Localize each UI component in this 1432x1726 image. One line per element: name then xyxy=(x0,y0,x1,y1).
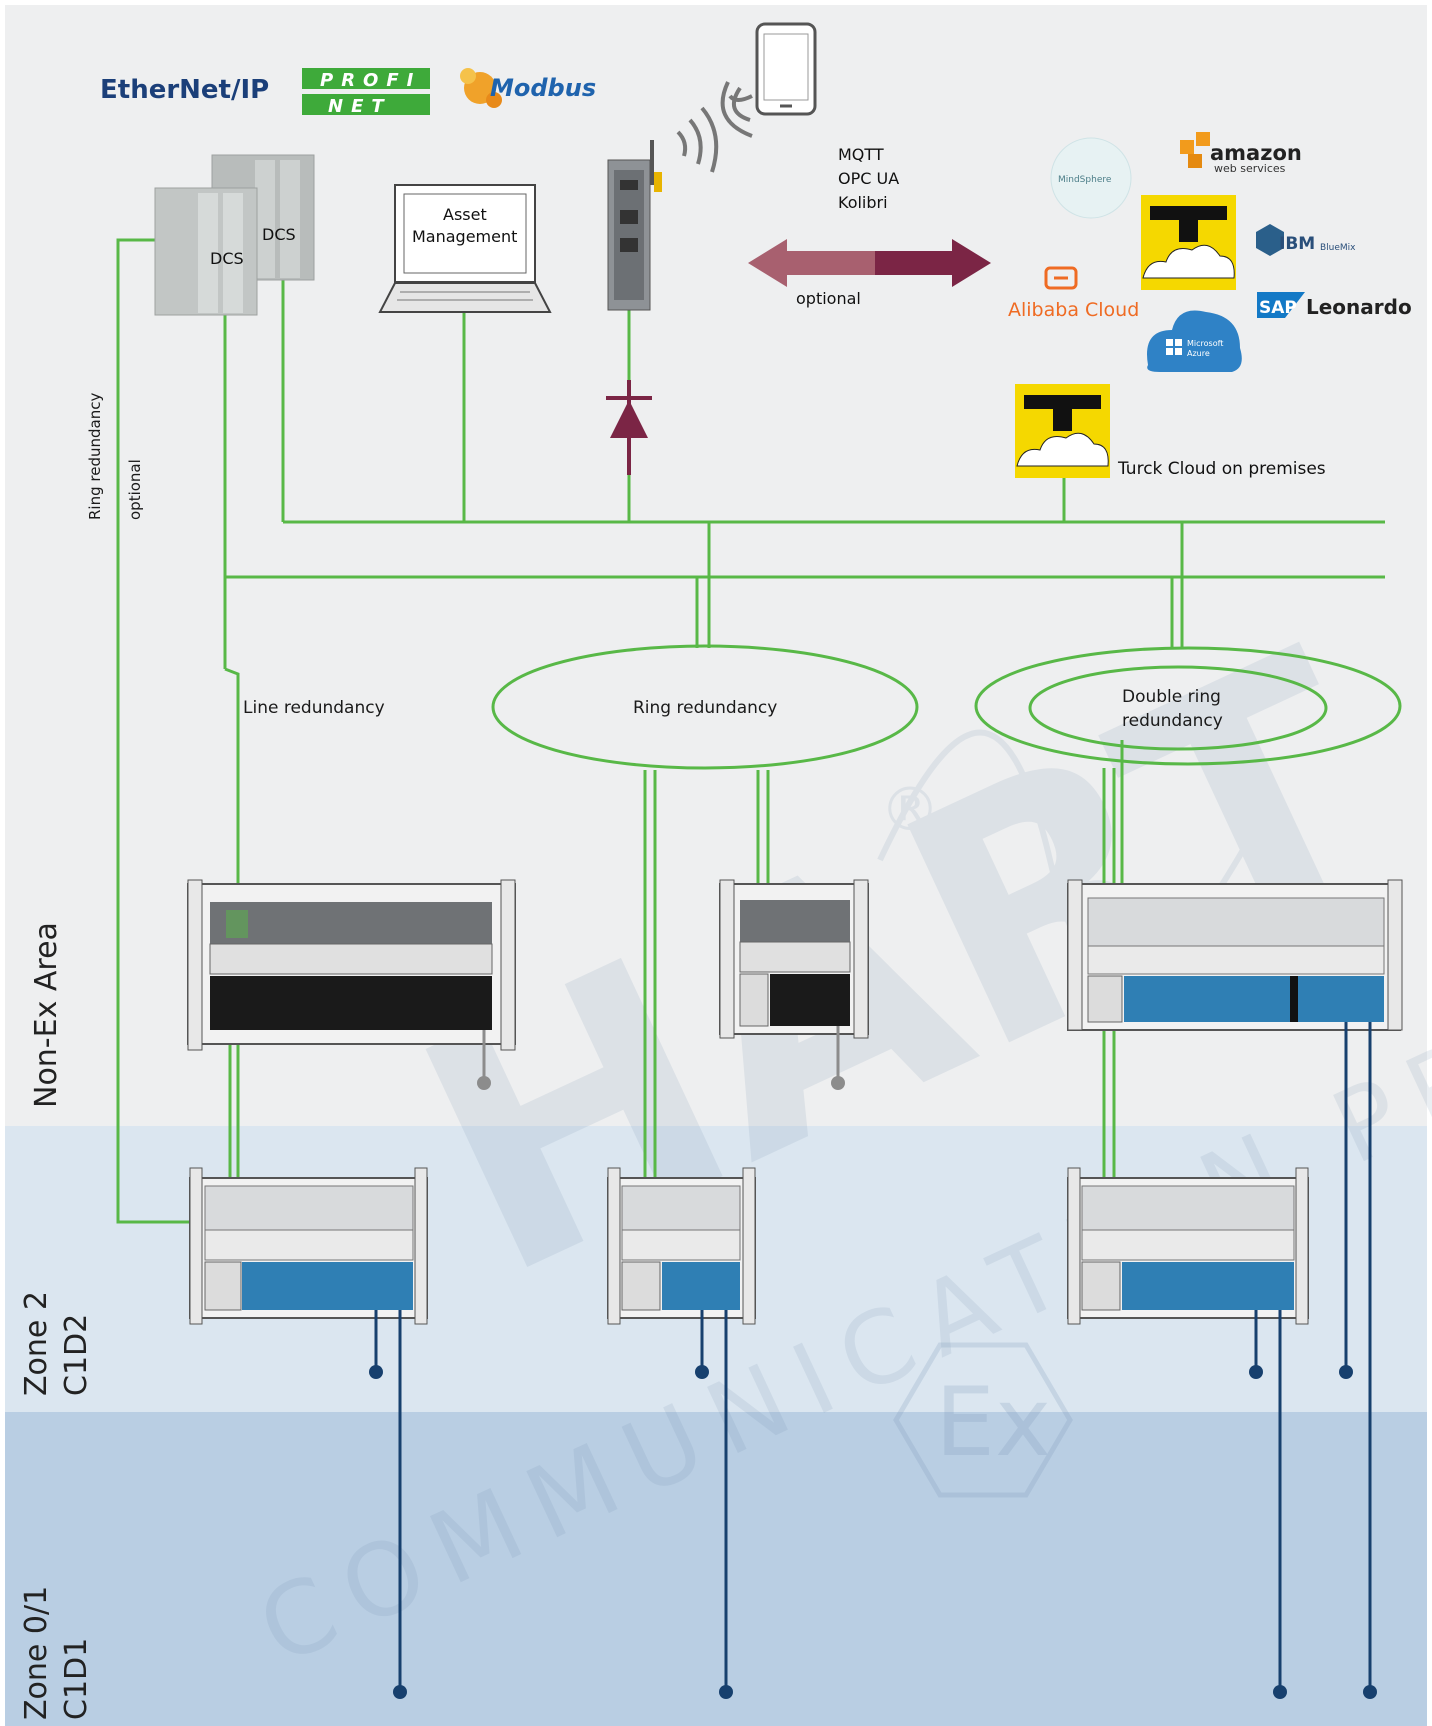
wireless-signal-tablet-icon xyxy=(720,81,753,138)
io-rack-zone2-3 xyxy=(1067,1167,1309,1325)
line-redundancy-label: Line redundancy xyxy=(243,698,385,718)
leonardo-logo-text: Leonardo xyxy=(1306,295,1412,319)
turck-cloud-logo xyxy=(1141,195,1236,290)
zone-label-zone01-line1: Zone 0/1 xyxy=(19,1586,54,1720)
double-ring-inner-ellipse xyxy=(1028,665,1328,751)
alibaba-cloud-logo: Alibaba Cloud xyxy=(1008,266,1139,321)
dcs-label-b: DCS xyxy=(262,225,296,244)
ibm-bluemix-logo: IBM BlueMix xyxy=(1256,224,1356,256)
microsoft-azure-logo: Microsoft Azure xyxy=(1147,310,1242,372)
alibaba-cloud-text: Alibaba Cloud xyxy=(1008,299,1139,321)
asset-label-line2: Management xyxy=(412,227,517,246)
ring-redundancy-label: Ring redundancy xyxy=(633,698,777,718)
cloud-double-arrow xyxy=(748,239,991,287)
io-rack-non-ex-1 xyxy=(187,879,516,1051)
asset-label-line1: Asset xyxy=(443,205,487,224)
ethernet-ip-logo: EtherNet/IP xyxy=(100,75,269,105)
double-ring-outer-ellipse xyxy=(974,646,1402,766)
modbus-logo-text: Modbus xyxy=(490,74,596,102)
side-ring-redundancy-label: Ring redundancy xyxy=(86,393,104,520)
zone-label-zone2-line2: C1D2 xyxy=(59,1314,94,1396)
diode-symbol xyxy=(606,380,652,475)
ring-redundancy-ellipse xyxy=(491,644,919,770)
turck-cloud-on-premises-label: Turck Cloud on premises xyxy=(1117,459,1326,479)
amazon-web-services-logo: amazon web services xyxy=(1180,132,1302,175)
field-wiring xyxy=(369,1022,1377,1699)
profinet-logo-bottom: NET xyxy=(328,96,392,117)
zone-label-non-ex: Non-Ex Area xyxy=(29,922,64,1108)
profinet-logo-top: PROFI xyxy=(320,70,421,91)
edge-gateway-device xyxy=(607,140,662,311)
ex-hexagon-icon xyxy=(893,1342,1073,1498)
amazon-logo-line1: amazon xyxy=(1210,141,1302,165)
ibm-bluemix-text: BlueMix xyxy=(1320,243,1356,253)
double-ring-label-line2: redundancy xyxy=(1122,711,1223,731)
zone-label-zone01-line2: C1D1 xyxy=(59,1638,94,1720)
profinet-logo: PROFI NET xyxy=(302,68,430,117)
io-rack-non-ex-3 xyxy=(1067,879,1403,1031)
wireless-signal-icon xyxy=(676,106,719,173)
io-rack-zone2-2 xyxy=(607,1167,756,1325)
io-rack-non-ex-2 xyxy=(719,879,869,1039)
sap-leonardo-logo: SAP Leonardo xyxy=(1257,292,1412,319)
mindsphere-logo-text: MindSphere xyxy=(1058,175,1112,185)
zone01-background xyxy=(5,1412,1427,1726)
azure-logo-line1: Microsoft xyxy=(1187,339,1223,348)
sap-logo-text: SAP xyxy=(1259,298,1297,318)
ibm-logo-text: IBM xyxy=(1279,234,1315,254)
cloud-protocol-opcua: OPC UA xyxy=(838,169,899,188)
amazon-logo-line2: web services xyxy=(1214,162,1286,175)
turck-cloud-on-premises-logo xyxy=(1015,384,1110,478)
ex-symbol-text: Ex xyxy=(935,1368,1051,1478)
double-ring-label-line1: Double ring xyxy=(1122,687,1221,707)
side-optional-label: optional xyxy=(126,459,144,520)
tablet-icon xyxy=(755,22,817,116)
cloud-arrow-optional-label: optional xyxy=(796,289,861,308)
asset-management-laptop: Asset Management xyxy=(378,184,552,313)
cloud-protocol-mqtt: MQTT xyxy=(838,145,884,164)
azure-logo-line2: Azure xyxy=(1187,349,1210,358)
zone-label-zone2-line1: Zone 2 xyxy=(19,1291,54,1396)
io-rack-zone2-1 xyxy=(189,1167,428,1325)
ethernet-network xyxy=(116,238,1385,1224)
cloud-protocol-kolibri: Kolibri xyxy=(838,193,888,212)
modbus-logo: Modbus xyxy=(460,68,596,108)
hart-registered-mark: ® xyxy=(880,775,940,845)
mindsphere-logo: MindSphere xyxy=(1050,137,1132,219)
dcs-label-a: DCS xyxy=(210,249,244,268)
dcs-controller-front: DCS xyxy=(154,187,258,316)
ex-hexagon-watermark: Ex xyxy=(893,1342,1073,1498)
